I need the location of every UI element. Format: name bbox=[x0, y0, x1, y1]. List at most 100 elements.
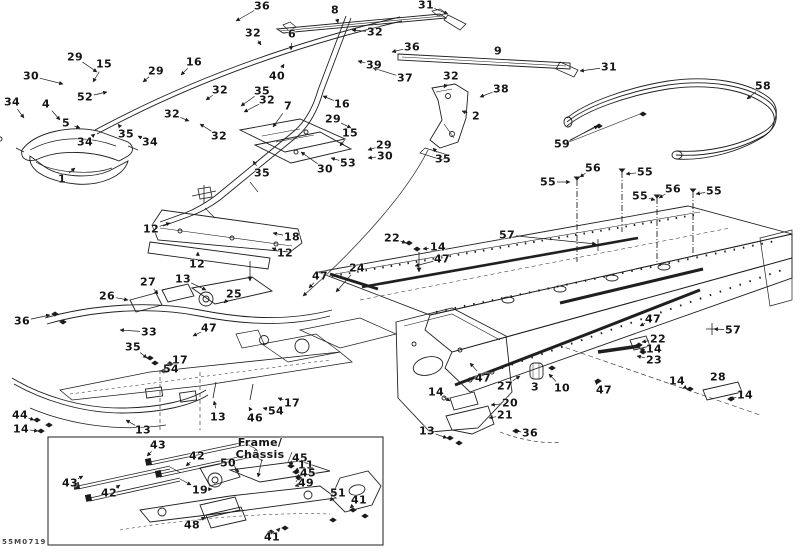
callout-leader bbox=[205, 94, 213, 101]
callout-leader bbox=[272, 113, 284, 128]
part-number-label: 34 bbox=[3, 95, 21, 109]
part-number-label: 53 bbox=[339, 156, 357, 170]
part-number-label: 29 bbox=[375, 138, 393, 152]
part-number-label: 23 bbox=[645, 353, 663, 367]
part-number-label: 55 bbox=[631, 189, 649, 203]
part-number-label: 57 bbox=[724, 323, 742, 337]
callout-leader bbox=[515, 235, 597, 246]
part-number-label: 9 bbox=[493, 44, 503, 58]
callout-leader bbox=[579, 172, 586, 178]
inset-caption-line2: Châssis bbox=[235, 447, 285, 461]
part-number-label: 49 bbox=[297, 476, 315, 490]
callout-leader bbox=[513, 429, 522, 434]
callout-leader bbox=[512, 375, 521, 382]
callout-leader bbox=[330, 157, 340, 162]
callout-leader bbox=[658, 193, 666, 199]
part-number-label: 13 bbox=[134, 423, 152, 437]
part-number-label: 32 bbox=[163, 107, 181, 121]
part-number-label: 1 bbox=[57, 172, 67, 186]
callout-leader bbox=[180, 117, 190, 122]
part-number-label: 27 bbox=[496, 379, 514, 393]
callout-leader bbox=[159, 222, 171, 227]
callout-leader bbox=[435, 433, 448, 439]
callout-leader bbox=[488, 415, 497, 420]
callout-leader bbox=[351, 28, 367, 33]
callout-leader bbox=[422, 246, 430, 251]
frame-assembly-art bbox=[0, 8, 793, 546]
part-number-label: 8 bbox=[330, 3, 340, 17]
part-number-label: 17 bbox=[171, 353, 189, 367]
part-number-label: 17 bbox=[283, 396, 301, 410]
part-number-label: 5 bbox=[61, 116, 71, 130]
callout-leader bbox=[367, 155, 377, 160]
callout-leader bbox=[146, 451, 152, 457]
part-number-label: 47 bbox=[311, 269, 329, 283]
callout-leader bbox=[74, 124, 81, 129]
part-number-label: 12 bbox=[188, 257, 206, 271]
part-number-label: 14 bbox=[645, 342, 663, 356]
part-number-label: 16 bbox=[333, 97, 351, 111]
callout-leader bbox=[252, 160, 257, 167]
bulkhead bbox=[235, 307, 513, 433]
callout-leader bbox=[695, 191, 706, 196]
part-number-label: 29 bbox=[324, 112, 342, 126]
callout-leader bbox=[639, 322, 646, 327]
part-number-label: 54 bbox=[162, 362, 180, 376]
callout-leader bbox=[137, 135, 143, 140]
callout-leader bbox=[125, 419, 136, 426]
callout-leader bbox=[372, 67, 397, 76]
callout-leader bbox=[490, 402, 502, 407]
part-number-label: 34 bbox=[76, 135, 94, 149]
callout-leader bbox=[28, 416, 35, 421]
part-number-label: 38 bbox=[492, 82, 510, 96]
part-number-label: 32 bbox=[244, 26, 262, 40]
part-number-label: 15 bbox=[95, 57, 113, 71]
callout-leader bbox=[434, 8, 449, 15]
part-number-label: 26 bbox=[98, 289, 116, 303]
part-number-label: 11 bbox=[297, 458, 315, 472]
callout-leader bbox=[391, 48, 404, 54]
part-number-label: 57 bbox=[498, 228, 516, 242]
part-number-label: 56 bbox=[584, 161, 602, 175]
spacer-cylinder bbox=[529, 362, 556, 380]
callout-leader bbox=[29, 428, 39, 433]
part-number-label: 42 bbox=[100, 486, 118, 500]
callout-leader bbox=[235, 10, 255, 22]
callout-leader bbox=[30, 313, 51, 320]
callout-leader bbox=[115, 297, 129, 302]
callout-leader bbox=[117, 123, 123, 129]
part-number-label: 47 bbox=[644, 312, 662, 326]
callout-leader bbox=[339, 139, 345, 147]
callout-leader bbox=[192, 331, 202, 337]
part-number-label: 55 bbox=[705, 184, 723, 198]
callout-leader bbox=[594, 380, 600, 386]
callout-leader bbox=[280, 63, 285, 69]
part-number-label: 7 bbox=[283, 99, 293, 113]
part-number-label: 46 bbox=[246, 411, 264, 425]
part-number-label: 10 bbox=[553, 381, 571, 395]
part-number-label: 4 bbox=[41, 97, 51, 111]
part-number-label: 13 bbox=[209, 410, 227, 424]
callout-leader bbox=[443, 396, 451, 402]
callout-leader bbox=[579, 67, 601, 73]
callout-leader bbox=[329, 496, 335, 502]
part-number-label: 56 bbox=[664, 182, 682, 196]
callout-leader bbox=[212, 400, 217, 409]
callout-leader bbox=[641, 339, 650, 344]
callout-leader bbox=[349, 503, 355, 509]
callout-leader bbox=[729, 395, 737, 401]
document-code: 55M0719 bbox=[2, 538, 47, 546]
callout-leader bbox=[432, 147, 438, 153]
inset-caption: Frame/ Châssis bbox=[236, 437, 285, 460]
inset-caption-line1: Frame/ bbox=[237, 436, 283, 449]
part-number-label: 22 bbox=[649, 332, 667, 346]
part-number-label: 50 bbox=[219, 456, 237, 470]
callout-leader bbox=[713, 327, 725, 332]
callout-leader bbox=[77, 475, 84, 480]
callout-leader bbox=[648, 196, 656, 202]
callout-leader bbox=[682, 384, 688, 390]
callout-leader bbox=[139, 352, 148, 359]
part-number-label: 36 bbox=[253, 0, 271, 13]
part-number-label: 13 bbox=[418, 424, 436, 438]
